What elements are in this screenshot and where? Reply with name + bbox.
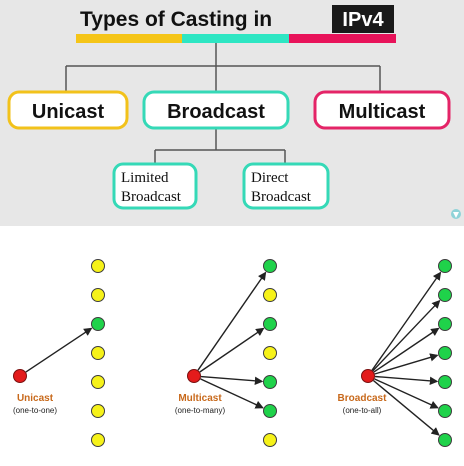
- tree-node-limited-broadcast: Limited Broadcast: [112, 162, 198, 210]
- multicast-receiver-inactive: [263, 433, 277, 447]
- tree-node-broadcast-label: Broadcast: [167, 101, 265, 123]
- casting-types-tree: Types of Casting in IPv4: [7, 5, 461, 219]
- broadcast-receiver-active: [438, 259, 452, 273]
- tree-node-multicast: Multicast: [313, 90, 451, 130]
- broadcast-receiver-active: [438, 346, 452, 360]
- multicast-illustration: Multicast (one-to-many): [175, 259, 277, 447]
- broadcast-receiver-active: [438, 288, 452, 302]
- tree-connectors: [65, 43, 381, 164]
- unicast-receiver-inactive: [91, 259, 105, 273]
- title-underline-yellow: [76, 34, 182, 43]
- broadcast-receiver-active: [438, 375, 452, 389]
- multicast-title: Multicast: [178, 393, 222, 404]
- multicast-subtitle: (one-to-many): [175, 406, 226, 415]
- multicast-arrow: [197, 271, 267, 371]
- unicast-arrow: [25, 327, 93, 373]
- tree-node-broadcast: Broadcast: [142, 90, 290, 130]
- tree-node-direct-broadcast: Direct Broadcast: [242, 162, 330, 210]
- broadcast-receiver-active: [438, 317, 452, 331]
- broadcast-receiver-active: [438, 404, 452, 418]
- broadcast-arrow: [374, 378, 439, 409]
- direct-broadcast-line1: Direct: [251, 170, 289, 186]
- multicast-receiver-active: [263, 375, 277, 389]
- title-underline-pink: [289, 34, 396, 43]
- multicast-arrow: [199, 327, 265, 373]
- broadcast-arrow: [372, 379, 440, 436]
- multicast-receiver-active: [263, 317, 277, 331]
- casting-types-tree-panel: Types of Casting in IPv4: [0, 0, 464, 226]
- casting-illustrations: Unicast (one-to-one) Multicast (one-to-many…: [13, 259, 452, 447]
- title-underline-cyan: [182, 34, 289, 43]
- broadcast-sender: [361, 369, 375, 383]
- unicast-receiver-active: [91, 317, 105, 331]
- broadcast-illustration: Broadcast (one-to-all): [338, 259, 452, 447]
- unicast-illustration: Unicast (one-to-one): [13, 259, 105, 447]
- multicast-arrow: [200, 375, 264, 386]
- multicast-receiver-inactive: [263, 288, 277, 302]
- multicast-arrow: [200, 378, 264, 409]
- limited-broadcast-line2: Broadcast: [121, 189, 182, 205]
- unicast-sender: [13, 369, 27, 383]
- watermark-icon: [451, 209, 461, 219]
- broadcast-arrow: [374, 353, 439, 375]
- unicast-receiver-inactive: [91, 346, 105, 360]
- unicast-receiver-inactive: [91, 404, 105, 418]
- title-highlight: IPv4: [342, 9, 384, 31]
- tree-node-multicast-label: Multicast: [339, 101, 426, 123]
- multicast-sender: [187, 369, 201, 383]
- unicast-title: Unicast: [17, 393, 54, 404]
- unicast-receiver-inactive: [91, 375, 105, 389]
- broadcast-arrow: [371, 271, 442, 371]
- broadcast-subtitle: (one-to-all): [343, 406, 382, 415]
- multicast-receiver-active: [263, 259, 277, 273]
- multicast-receiver-inactive: [263, 346, 277, 360]
- broadcast-title: Broadcast: [338, 393, 388, 404]
- title-prefix: Types of Casting in: [80, 8, 272, 31]
- broadcast-arrow: [374, 375, 439, 386]
- direct-broadcast-line2: Broadcast: [251, 189, 312, 205]
- unicast-subtitle: (one-to-one): [13, 406, 57, 415]
- broadcast-arrow: [372, 299, 441, 372]
- tree-node-unicast: Unicast: [7, 90, 129, 130]
- broadcast-arrow: [373, 327, 440, 373]
- limited-broadcast-line1: Limited: [121, 170, 169, 186]
- tree-node-unicast-label: Unicast: [32, 101, 105, 123]
- broadcast-receiver-active: [438, 433, 452, 447]
- title-highlight-box: [332, 5, 394, 33]
- casting-illustrations-panel: Unicast (one-to-one) Multicast (one-to-many…: [0, 226, 464, 466]
- unicast-receiver-inactive: [91, 288, 105, 302]
- multicast-receiver-active: [263, 404, 277, 418]
- unicast-receiver-inactive: [91, 433, 105, 447]
